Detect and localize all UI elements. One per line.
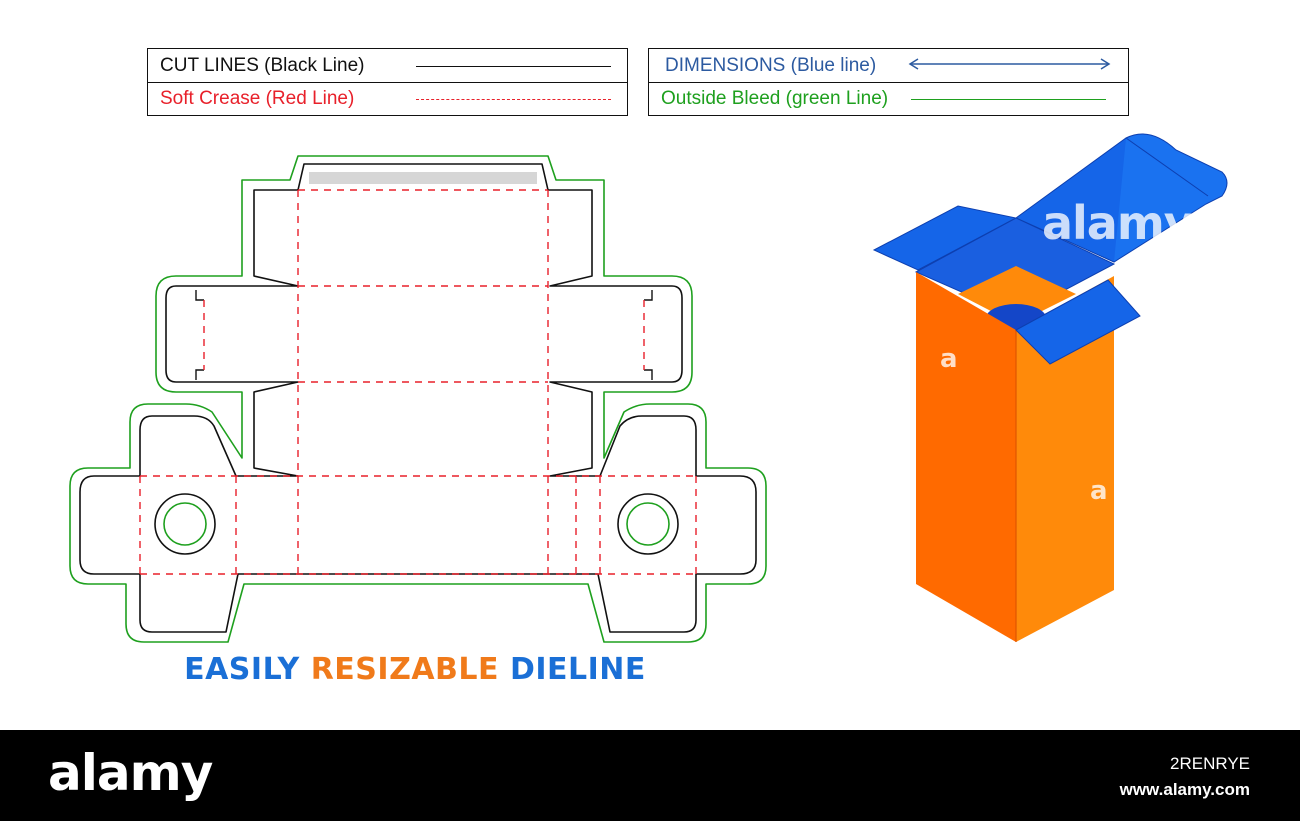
crease-line-sample (416, 99, 611, 100)
hole-left (154, 493, 216, 555)
box-left-face (916, 272, 1016, 642)
headline: EASILY RESIZABLE DIELINE (0, 652, 830, 687)
bleed-line-sample (911, 99, 1106, 100)
box-front-tuck-flap (1015, 279, 1141, 365)
watermark-main: alamy (1042, 196, 1194, 250)
legend-row-cut: CUT LINES (Black Line) (148, 49, 627, 82)
legend-lines-box: CUT LINES (Black Line) Soft Crease (Red … (147, 48, 628, 116)
watermark-small-1: a (940, 344, 958, 374)
crease-lines (139, 189, 697, 575)
legend-bleed-label: Outside Bleed (green Line) (661, 88, 889, 109)
footer-image-id: 2RENRYE (1170, 754, 1250, 773)
dimension-arrow-icon (908, 58, 1111, 70)
legend-row-dimensions: DIMENSIONS (Blue line) (649, 49, 1128, 82)
box-top-tuck-curl (1113, 133, 1228, 263)
hole-right (617, 493, 679, 555)
legend-cut-label: CUT LINES (Black Line) (160, 54, 365, 76)
headline-word-dieline: DIELINE (509, 652, 646, 687)
bleed-outline (69, 155, 767, 643)
box-3d-illustration (872, 133, 1228, 642)
legend-dimension-box: DIMENSIONS (Blue line) Outside Bleed (gr… (648, 48, 1129, 116)
legend-row-bleed: Outside Bleed (green Line) (649, 82, 1128, 115)
headline-word-easily: EASILY (184, 652, 300, 687)
legend-dimensions-label: DIMENSIONS (Blue line) (665, 54, 877, 76)
cut-line-sample (416, 65, 611, 67)
flap-notch-cuts (195, 290, 653, 380)
glue-strip (309, 172, 537, 184)
footer-logo: alamy (48, 744, 213, 802)
footer-bar: alamy 2RENRYE www.alamy.com (0, 730, 1300, 821)
box-right-face (1016, 276, 1114, 642)
footer-url: www.alamy.com (1119, 780, 1250, 799)
legend-row-crease: Soft Crease (Red Line) (148, 82, 627, 115)
headline-word-resizable: RESIZABLE (310, 652, 500, 687)
legend-crease-label: Soft Crease (Red Line) (160, 88, 355, 109)
dieline-drawing (69, 155, 767, 643)
watermark-small-2: a (1090, 476, 1108, 506)
box-inner-insert (958, 266, 1076, 324)
